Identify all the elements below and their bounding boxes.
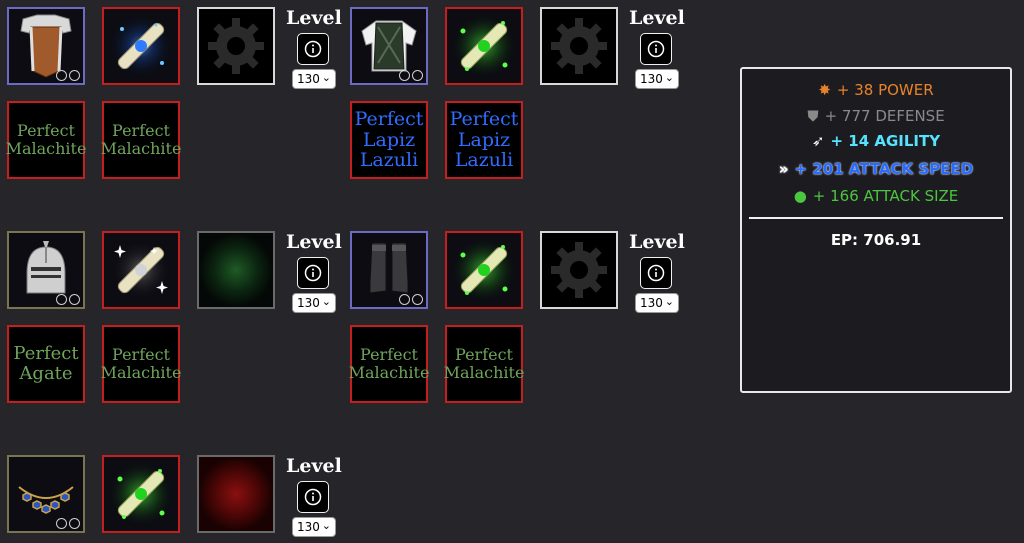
gear-icon bbox=[551, 242, 607, 298]
scroll-slot[interactable] bbox=[445, 7, 523, 85]
vest-icon bbox=[361, 20, 417, 72]
gem-slot[interactable]: Perfect Lapiz Lazuli bbox=[350, 101, 428, 179]
item-slot-armor[interactable] bbox=[7, 7, 85, 85]
info-button[interactable] bbox=[297, 257, 329, 289]
scroll-slot[interactable] bbox=[102, 455, 180, 533]
attack-speed-icon: » bbox=[778, 160, 789, 178]
level-label: Level bbox=[286, 455, 342, 477]
stats-panel: ✸+ 38 POWER ⛊+ 777 DEFENSE ➶+ 14 AGILITY… bbox=[740, 67, 1012, 393]
item-slot-vest[interactable] bbox=[350, 7, 428, 85]
armor-icon bbox=[20, 14, 72, 78]
level-label: Level bbox=[629, 7, 685, 29]
boots-icon bbox=[369, 242, 409, 294]
scroll-slot[interactable] bbox=[445, 231, 523, 309]
gem-slot[interactable]: Perfect Malachite bbox=[6, 101, 86, 179]
power-icon: ✸ bbox=[818, 81, 831, 99]
scroll-slot[interactable] bbox=[102, 231, 180, 309]
red-glow-icon bbox=[199, 457, 273, 531]
chevron-down-icon: ⌄ bbox=[664, 71, 674, 84]
socket-dots bbox=[56, 294, 80, 305]
agility-icon: ➶ bbox=[811, 132, 825, 150]
info-button[interactable] bbox=[640, 257, 672, 289]
level-label: Level bbox=[286, 231, 342, 253]
info-icon bbox=[304, 40, 322, 58]
level-select[interactable]: 130⌄ bbox=[292, 293, 336, 313]
gem-slot[interactable]: Perfect Agate bbox=[7, 325, 85, 403]
green-scroll-icon bbox=[450, 236, 518, 304]
item-slot-boots[interactable] bbox=[350, 231, 428, 309]
level-select[interactable]: 130⌄ bbox=[292, 69, 336, 89]
scroll-slot[interactable] bbox=[102, 7, 180, 85]
stat-defense: ⛊+ 777 DEFENSE bbox=[807, 107, 945, 125]
chevron-down-icon: ⌄ bbox=[664, 295, 674, 308]
necklace-icon bbox=[18, 486, 74, 514]
gem-slot[interactable]: Perfect Malachite bbox=[444, 325, 524, 403]
chevron-down-icon: ⌄ bbox=[321, 71, 331, 84]
item-slot-necklace[interactable] bbox=[7, 455, 85, 533]
enchant-slot[interactable] bbox=[197, 7, 275, 85]
green-scroll-icon bbox=[450, 12, 518, 80]
blue-scroll-icon bbox=[107, 12, 175, 80]
stat-power: ✸+ 38 POWER bbox=[818, 81, 934, 99]
chevron-down-icon: ⌄ bbox=[321, 295, 331, 308]
level-select[interactable]: 130⌄ bbox=[635, 69, 679, 89]
green-scroll-icon bbox=[107, 460, 175, 528]
shield-icon: ⛊ bbox=[807, 107, 819, 125]
socket-dots bbox=[56, 518, 80, 529]
gem-slot[interactable]: Perfect Lapiz Lazuli bbox=[445, 101, 523, 179]
socket-dots bbox=[399, 70, 423, 81]
divider bbox=[749, 217, 1003, 219]
level-select[interactable]: 130⌄ bbox=[292, 517, 336, 537]
info-icon bbox=[304, 264, 322, 282]
gear-icon bbox=[208, 18, 264, 74]
helmet-icon bbox=[26, 241, 66, 294]
equipment-group-necklace: Level 130⌄ bbox=[7, 455, 342, 543]
ep-value: EP: 706.91 bbox=[830, 231, 922, 249]
enchant-slot[interactable] bbox=[197, 455, 275, 533]
equipment-group-boots: Level 130⌄ Perfect Malachite Perfect Mal… bbox=[349, 231, 685, 441]
equipment-group-armor: Level 130⌄ Perfect Malachite Perfect Mal… bbox=[6, 7, 342, 217]
enchant-slot[interactable] bbox=[540, 231, 618, 309]
info-button[interactable] bbox=[297, 33, 329, 65]
gem-slot[interactable]: Perfect Malachite bbox=[101, 101, 181, 179]
equipment-group-vest: Level 130⌄ Perfect Lapiz Lazuli Perfect … bbox=[350, 7, 685, 217]
item-slot-helmet[interactable] bbox=[7, 231, 85, 309]
white-scroll-icon bbox=[111, 240, 171, 300]
info-icon bbox=[647, 40, 665, 58]
equipment-group-helmet: Level 130⌄ Perfect Agate Perfect Malachi… bbox=[7, 231, 342, 441]
socket-dots bbox=[399, 294, 423, 305]
level-select[interactable]: 130⌄ bbox=[635, 293, 679, 313]
stat-agility: ➶+ 14 AGILITY bbox=[811, 132, 941, 150]
gear-icon bbox=[551, 18, 607, 74]
gem-slot[interactable]: Perfect Malachite bbox=[101, 325, 181, 403]
green-glow-icon bbox=[199, 233, 273, 307]
enchant-slot[interactable] bbox=[540, 7, 618, 85]
enchant-slot[interactable] bbox=[197, 231, 275, 309]
attack-size-icon: ● bbox=[793, 187, 807, 205]
info-button[interactable] bbox=[297, 481, 329, 513]
info-button[interactable] bbox=[640, 33, 672, 65]
stat-attack-size: ●+ 166 ATTACK SIZE bbox=[793, 187, 959, 205]
level-label: Level bbox=[629, 231, 685, 253]
stat-attack-speed: »+ 201 ATTACK SPEED bbox=[778, 160, 974, 178]
gem-slot[interactable]: Perfect Malachite bbox=[349, 325, 429, 403]
socket-dots bbox=[56, 70, 80, 81]
chevron-down-icon: ⌄ bbox=[321, 519, 331, 532]
info-icon bbox=[647, 264, 665, 282]
info-icon bbox=[304, 488, 322, 506]
level-label: Level bbox=[286, 7, 342, 29]
